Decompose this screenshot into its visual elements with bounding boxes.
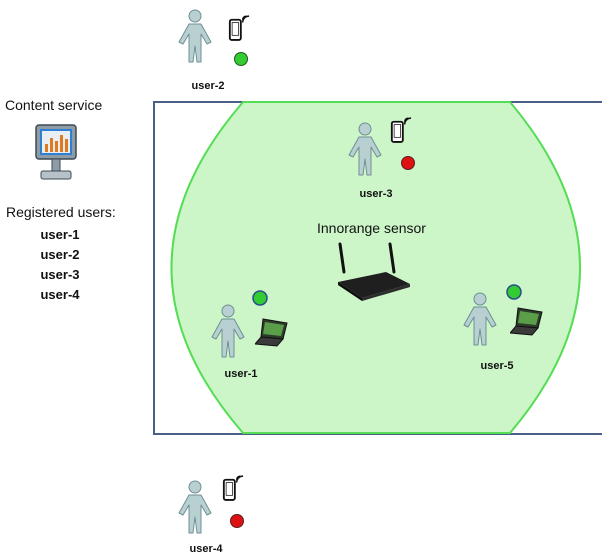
monitor-icon	[35, 124, 77, 180]
registered-user: user-3	[40, 267, 80, 282]
person-icon	[208, 303, 248, 359]
registered-user: user-1	[40, 227, 80, 242]
user-label: user-5	[480, 360, 514, 372]
person-icon	[345, 121, 385, 177]
router-icon	[338, 242, 410, 301]
laptop-icon	[510, 306, 546, 336]
user-label: user-4	[189, 543, 223, 555]
registered-users-title: Registered users:	[6, 204, 116, 220]
status-dot-green	[252, 290, 268, 306]
person-icon	[175, 479, 215, 535]
person-icon	[460, 291, 500, 347]
laptop-icon	[255, 317, 291, 347]
registered-users-list: user-1 user-2 user-3 user-4	[30, 225, 90, 305]
person-icon	[175, 8, 215, 64]
user-label: user-3	[359, 188, 393, 200]
user-label: user-1	[224, 368, 258, 380]
sensor-label: Innorange sensor	[317, 220, 426, 236]
phone-icon	[390, 116, 412, 144]
status-dot-green	[234, 52, 248, 66]
user-label: user-2	[191, 80, 225, 92]
content-service-title: Content service	[5, 97, 103, 113]
phone-icon	[228, 14, 250, 42]
registered-user: user-2	[40, 247, 80, 262]
status-dot-green	[506, 284, 522, 300]
registered-user: user-4	[40, 287, 80, 302]
phone-icon	[222, 474, 244, 502]
status-dot-red	[401, 156, 415, 170]
status-dot-red	[230, 514, 244, 528]
